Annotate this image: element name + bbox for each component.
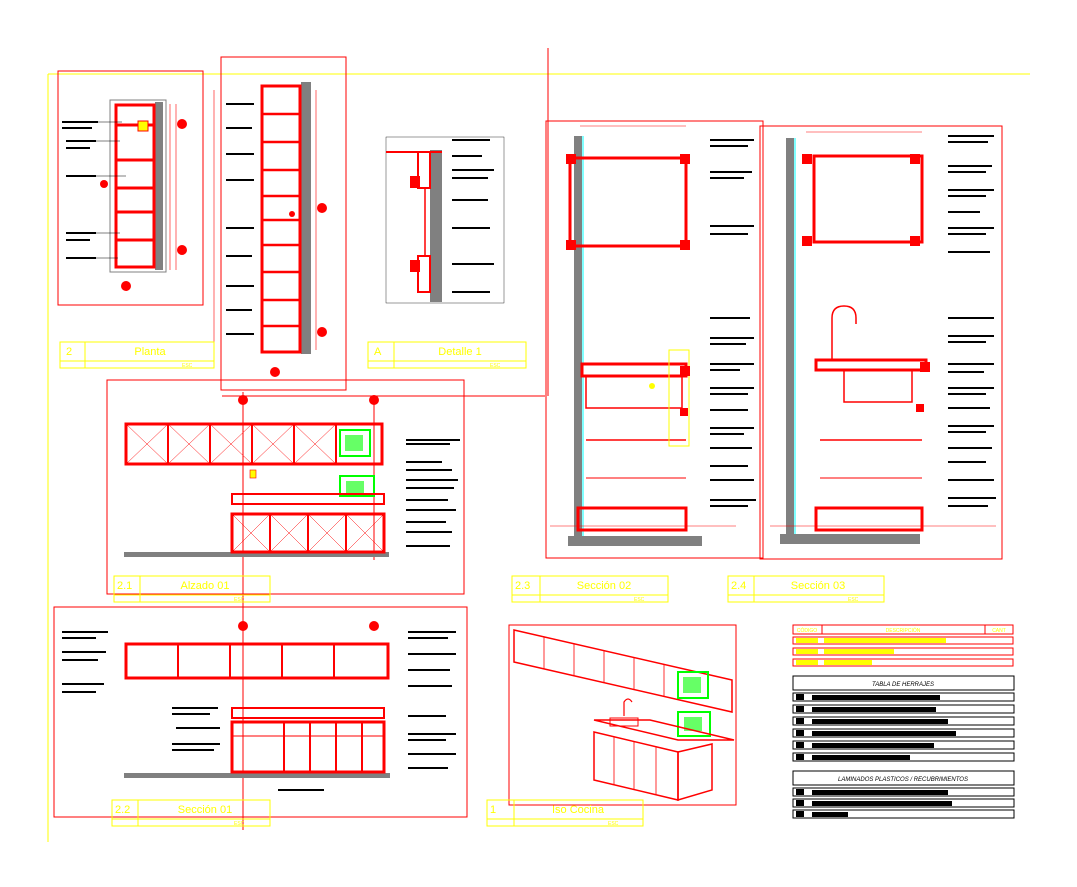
herrajes-table: TABLA DE HERRAJES — [792, 675, 1015, 762]
title-number: 2 — [66, 346, 72, 358]
title-block-seccion02: 2.3 Sección 02 ESC — [511, 575, 669, 603]
view-title: Planta — [134, 346, 166, 358]
scale-label: ESC — [848, 597, 859, 603]
scale-label: ESC — [490, 363, 501, 369]
col-codigo: CÓDIGO — [797, 627, 817, 634]
laminados-title: LAMINADOS PLASTICOS / RECUBRIMIENTOS — [838, 777, 968, 783]
view-alzado-01 — [106, 379, 465, 595]
title-block-seccion03: 2.4 Sección 03 ESC — [727, 575, 885, 603]
scale-label: ESC — [608, 821, 619, 827]
view-title: Sección 02 — [577, 580, 631, 592]
title-number: 1 — [490, 804, 496, 816]
herrajes-title: TABLA DE HERRAJES — [872, 682, 934, 688]
view-title: Alzado 01 — [181, 580, 230, 592]
scale-label: ESC — [234, 597, 245, 603]
title-block-iso: 1 Iso Cocina ESC — [486, 799, 644, 827]
title-block-alzado: 2.1 Alzado 01 ESC — [113, 575, 271, 603]
title-number: 2.2 — [115, 804, 130, 816]
view-detalle — [385, 136, 505, 304]
laminados-table: LAMINADOS PLASTICOS / RECUBRIMIENTOS — [792, 770, 1015, 819]
title-number: 2.1 — [117, 580, 132, 592]
view-iso-cocina — [508, 624, 737, 806]
scale-label: ESC — [634, 597, 645, 603]
materials-table: CÓDIGO DESCRIPCIÓN CANT — [792, 624, 1014, 667]
title-block-detalle: A Detalle 1 ESC — [367, 341, 527, 369]
scale-label: ESC — [182, 363, 193, 369]
title-block-seccion01: 2.2 Sección 01 ESC — [111, 799, 271, 827]
title-number: 2.3 — [515, 580, 530, 592]
view-title: Sección 01 — [178, 804, 232, 816]
scale-label: ESC — [234, 821, 245, 827]
col-descripcion: DESCRIPCIÓN — [886, 627, 921, 634]
view-seccion-02 — [545, 120, 764, 559]
view-elevation-strip — [213, 56, 347, 391]
view-title: Iso Cocina — [552, 804, 605, 816]
view-seccion-01 — [53, 606, 468, 818]
title-number: 2.4 — [731, 580, 746, 592]
view-seccion-03 — [759, 125, 1003, 560]
view-planta — [57, 70, 204, 306]
sheet-border — [47, 73, 1030, 842]
view-title: Sección 03 — [791, 580, 845, 592]
title-block-planta: 2 Planta ESC — [59, 341, 215, 369]
title-number: A — [374, 346, 382, 358]
view-title: Detalle 1 — [438, 346, 481, 358]
col-cant: CANT — [992, 628, 1006, 634]
